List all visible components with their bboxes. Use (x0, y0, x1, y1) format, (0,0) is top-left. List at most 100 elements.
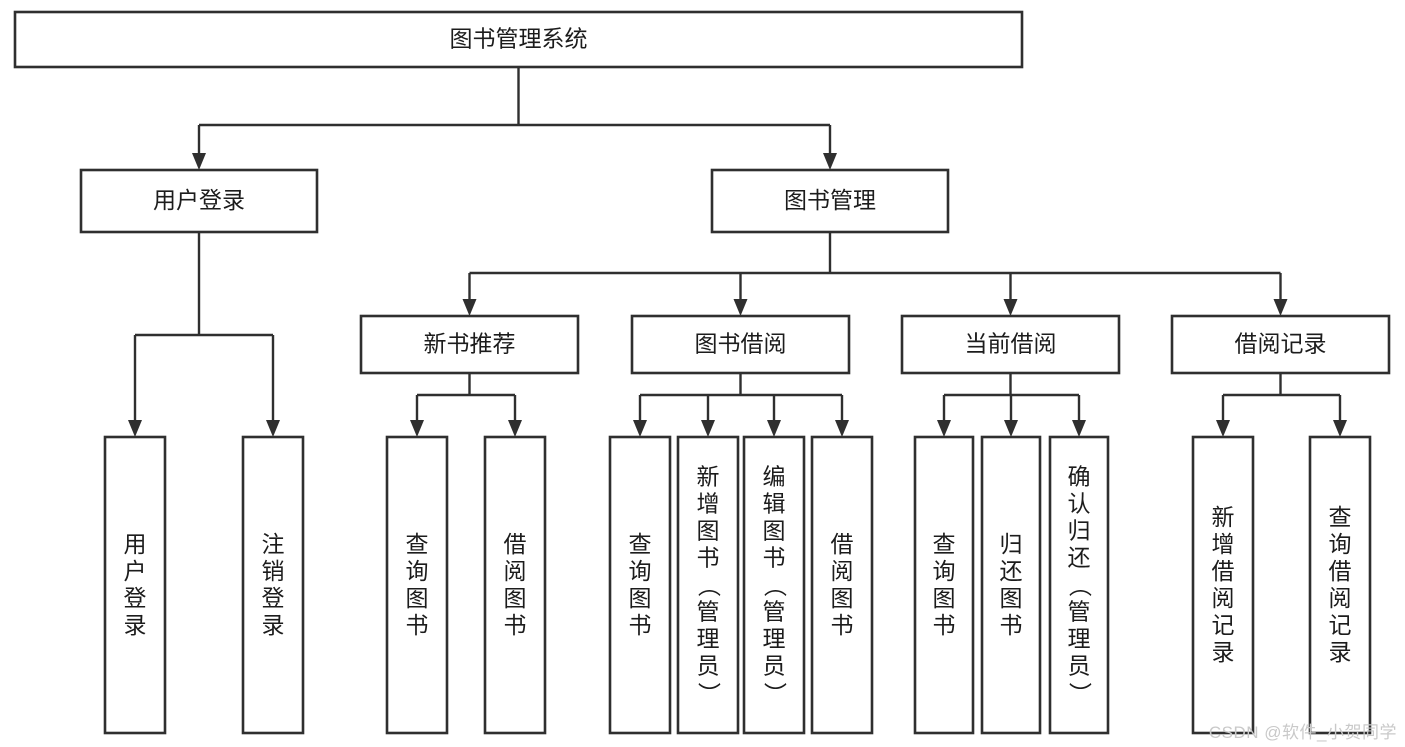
node-label-leaf-add-book-char-3: 书 (697, 545, 720, 571)
node-label-leaf-user-logout-char-2: 登 (262, 585, 285, 611)
arrow-head-icon (192, 153, 206, 170)
node-label-leaf-borrow-book-char-2: 图 (831, 585, 854, 611)
node-label-leaf-confirm-return-char-5: 管 (1068, 599, 1091, 625)
node-box-leaf-borrow-book-rec (483, 435, 547, 735)
node-box-root (13, 10, 1024, 69)
node-label-leaf-query-record-char-4: 记 (1329, 612, 1352, 638)
node-box-leaf-query-book-rec (385, 435, 449, 735)
arrow-head-icon (633, 420, 647, 437)
arrow-head-icon (462, 299, 477, 316)
node-box-leaf-user-logout (241, 435, 305, 735)
node-label-leaf-query-book-cur-char-3: 书 (933, 612, 956, 638)
node-label-leaf-query-record-char-3: 阅 (1329, 585, 1352, 611)
node-label-leaf-query-book-cur-char-2: 图 (933, 585, 956, 611)
node-label-leaf-confirm-return-char-0: 确 (1068, 464, 1091, 490)
node-label-leaf-return-book-char-2: 图 (1000, 585, 1023, 611)
arrow-head-icon (266, 420, 280, 437)
arrow-head-icon (410, 420, 424, 437)
node-box-leaf-user-login (103, 435, 167, 735)
node-box-user-login (79, 168, 319, 234)
arrow-head-icon (701, 420, 715, 437)
node-label-leaf-borrow-book-char-3: 书 (831, 612, 854, 638)
node-label-leaf-add-book-char-4: （ (696, 574, 722, 597)
node-label-leaf-add-book-char-0: 新 (697, 464, 720, 490)
connector-group-book-manage (462, 232, 1288, 316)
node-label-leaf-confirm-return-char-6: 理 (1068, 626, 1091, 652)
connector-group-book-borrow (633, 373, 849, 437)
node-label-leaf-user-logout-char-1: 销 (262, 558, 285, 584)
node-label-leaf-confirm-return-char-4: （ (1067, 574, 1093, 597)
node-label-leaf-return-book-char-3: 书 (1000, 612, 1023, 638)
node-book-borrow[interactable]: 图书借阅 (630, 314, 851, 375)
node-label-leaf-edit-book-char-1: 辑 (763, 491, 786, 517)
node-label-leaf-query-book-rec-char-1: 询 (406, 558, 429, 584)
node-label-leaf-confirm-return-char-1: 认 (1068, 491, 1091, 517)
node-borrow-record[interactable]: 借阅记录 (1170, 314, 1391, 375)
node-label-leaf-borrow-book-rec-char-1: 阅 (504, 558, 527, 584)
node-label-leaf-add-record-char-4: 记 (1212, 612, 1235, 638)
node-box-current-borrow (900, 314, 1121, 375)
node-label-leaf-borrow-book-rec-char-2: 图 (504, 585, 527, 611)
node-current-borrow[interactable]: 当前借阅 (900, 314, 1121, 375)
node-label-new-book-rec: 新书推荐 (424, 331, 516, 357)
node-box-leaf-query-book-borrow (608, 435, 672, 735)
node-label-leaf-borrow-book-rec-char-0: 借 (504, 531, 527, 557)
node-label-leaf-user-login-char-3: 录 (124, 612, 147, 638)
node-label-borrow-record: 借阅记录 (1235, 331, 1327, 357)
node-label-leaf-edit-book-char-3: 书 (763, 545, 786, 571)
node-label-leaf-user-logout-char-0: 注 (262, 531, 285, 557)
node-label-leaf-query-book-borrow-char-1: 询 (629, 558, 652, 584)
node-label-leaf-borrow-book-char-1: 阅 (831, 558, 854, 584)
node-label-book-borrow: 图书借阅 (695, 331, 787, 357)
node-label-leaf-edit-book-char-8: ） (762, 682, 788, 705)
node-label-leaf-confirm-return-char-7: 员 (1068, 653, 1091, 679)
node-label-leaf-add-record-char-1: 增 (1212, 531, 1235, 557)
arrow-head-icon (1003, 299, 1018, 316)
node-box-new-book-rec (359, 314, 580, 375)
node-book-manage[interactable]: 图书管理 (710, 168, 950, 234)
node-label-leaf-confirm-return-char-2: 归 (1068, 518, 1091, 544)
node-box-book-borrow (630, 314, 851, 375)
node-label-leaf-add-book-char-2: 图 (697, 518, 720, 544)
node-label-leaf-add-book-char-7: 员 (697, 653, 720, 679)
node-label-leaf-confirm-return-char-8: ） (1067, 682, 1093, 705)
node-box-borrow-record (1170, 314, 1391, 375)
node-user-login[interactable]: 用户登录 (79, 168, 319, 234)
node-label-leaf-add-record-char-5: 录 (1212, 639, 1235, 665)
node-label-leaf-edit-book-char-6: 理 (763, 626, 786, 652)
node-box-leaf-edit-book (742, 435, 806, 735)
node-label-leaf-edit-book-char-7: 员 (763, 653, 786, 679)
node-label-leaf-user-logout-char-3: 录 (262, 612, 285, 638)
arrow-head-icon (767, 420, 781, 437)
node-new-book-rec[interactable]: 新书推荐 (359, 314, 580, 375)
arrow-head-icon (508, 420, 522, 437)
node-label-leaf-borrow-book-char-0: 借 (831, 531, 854, 557)
node-box-leaf-return-book (980, 435, 1042, 735)
node-label-leaf-edit-book-char-4: （ (762, 574, 788, 597)
node-box-leaf-add-record (1191, 435, 1255, 735)
arrow-head-icon (937, 420, 951, 437)
node-label-leaf-add-record-char-3: 阅 (1212, 585, 1235, 611)
node-root[interactable]: 图书管理系统 (13, 10, 1024, 69)
arrow-head-icon (1072, 420, 1086, 437)
node-label-leaf-user-login-char-1: 户 (124, 558, 147, 584)
node-label-leaf-user-login-char-0: 用 (124, 531, 147, 557)
node-leaf-user-login[interactable]: 用户登录 (103, 435, 167, 735)
node-label-leaf-query-book-rec-char-2: 图 (406, 585, 429, 611)
node-label-leaf-add-record-char-2: 借 (1212, 558, 1235, 584)
arrow-head-icon (1333, 420, 1347, 437)
node-box-leaf-query-record (1308, 435, 1372, 735)
